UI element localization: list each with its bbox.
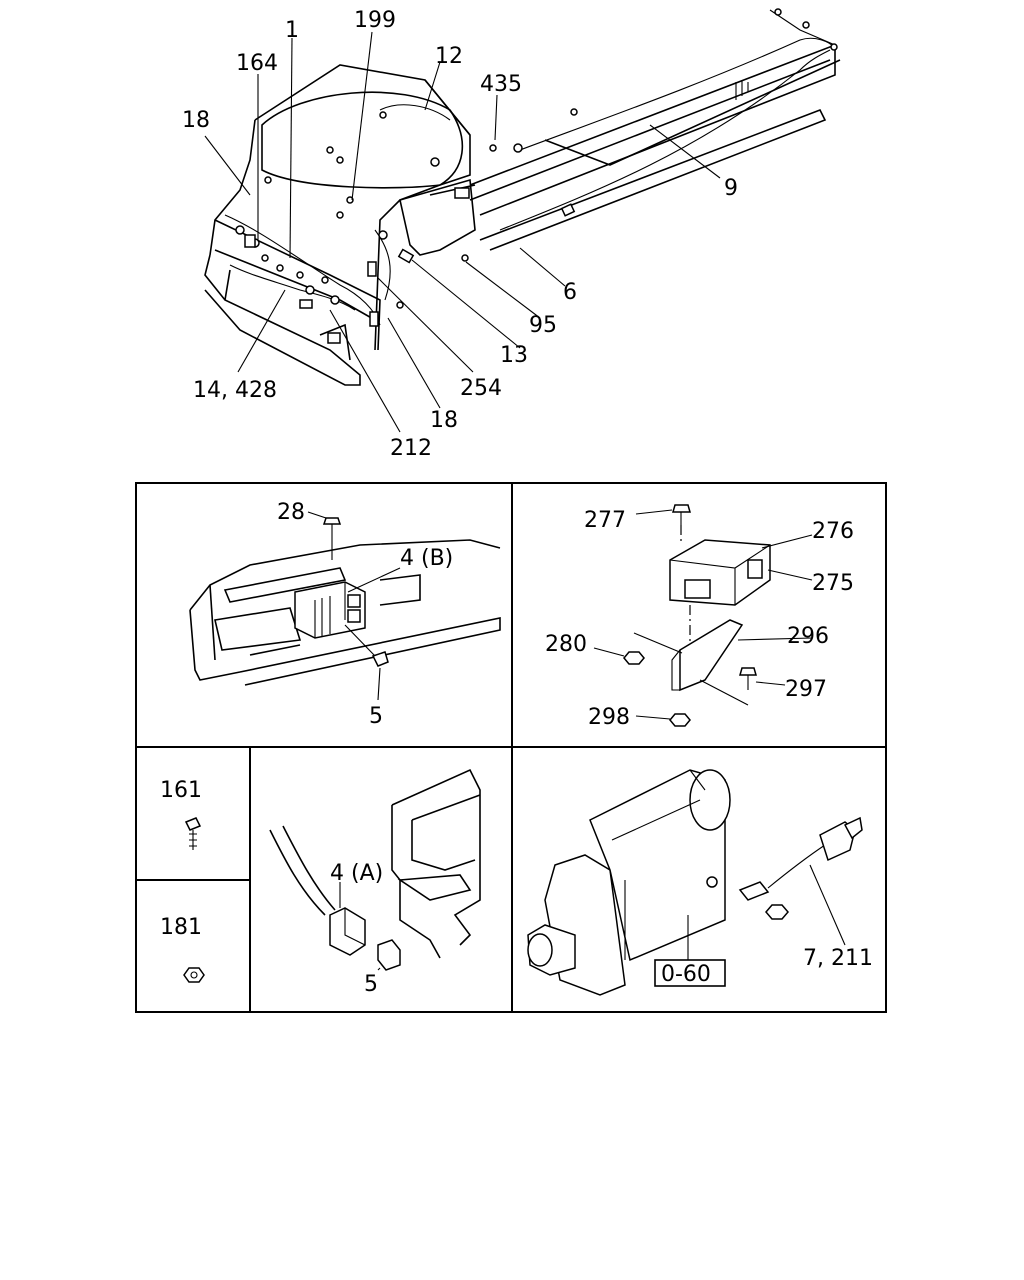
- callout-254: 254: [460, 376, 502, 401]
- callout-28: 28: [277, 500, 305, 525]
- cab-harness-illustration: [204, 8, 841, 433]
- panel-starter-motor: [527, 769, 863, 996]
- callout-296: 296: [787, 624, 829, 649]
- reference-box: 0-60: [654, 959, 726, 987]
- callout-9: 9: [724, 176, 738, 201]
- panel-relay-4a: [269, 768, 481, 971]
- callout-12: 12: [435, 44, 463, 69]
- callout-199: 199: [354, 8, 396, 33]
- callout-5-upper: 5: [369, 704, 383, 729]
- reference-label: 0-60: [661, 962, 711, 987]
- callout-18-lower: 18: [430, 408, 458, 433]
- callout-212: 212: [390, 436, 432, 461]
- callout-7-211: 7, 211: [803, 946, 873, 971]
- detail-grid-frame: [135, 482, 887, 1013]
- callout-161: 161: [160, 778, 202, 803]
- panel-relay-dash: [189, 511, 501, 701]
- callout-95: 95: [529, 313, 557, 338]
- callout-13: 13: [500, 343, 528, 368]
- callout-435: 435: [480, 72, 522, 97]
- callout-275: 275: [812, 571, 854, 596]
- panel-nut-181: [183, 967, 205, 983]
- top-callouts: 1 199 164 12 435 18 9 6 95 13 254 14, 42…: [182, 8, 738, 461]
- panel-controller-bracket: [593, 504, 813, 727]
- callout-298: 298: [588, 705, 630, 730]
- callout-5-lower: 5: [364, 972, 378, 997]
- callout-164: 164: [236, 51, 278, 76]
- callout-280: 280: [545, 632, 587, 657]
- callout-181: 181: [160, 915, 202, 940]
- callout-277: 277: [584, 508, 626, 533]
- callout-6: 6: [563, 280, 577, 305]
- callout-4b: 4 (B): [400, 546, 453, 571]
- callout-297: 297: [785, 677, 827, 702]
- harness-connectors: [235, 111, 523, 344]
- callout-276: 276: [812, 519, 854, 544]
- callout-14-428: 14, 428: [193, 378, 277, 403]
- callout-18-upper: 18: [182, 108, 210, 133]
- panel-bolt-161: [184, 817, 202, 850]
- callout-1: 1: [285, 18, 299, 43]
- callout-4a: 4 (A): [330, 861, 383, 886]
